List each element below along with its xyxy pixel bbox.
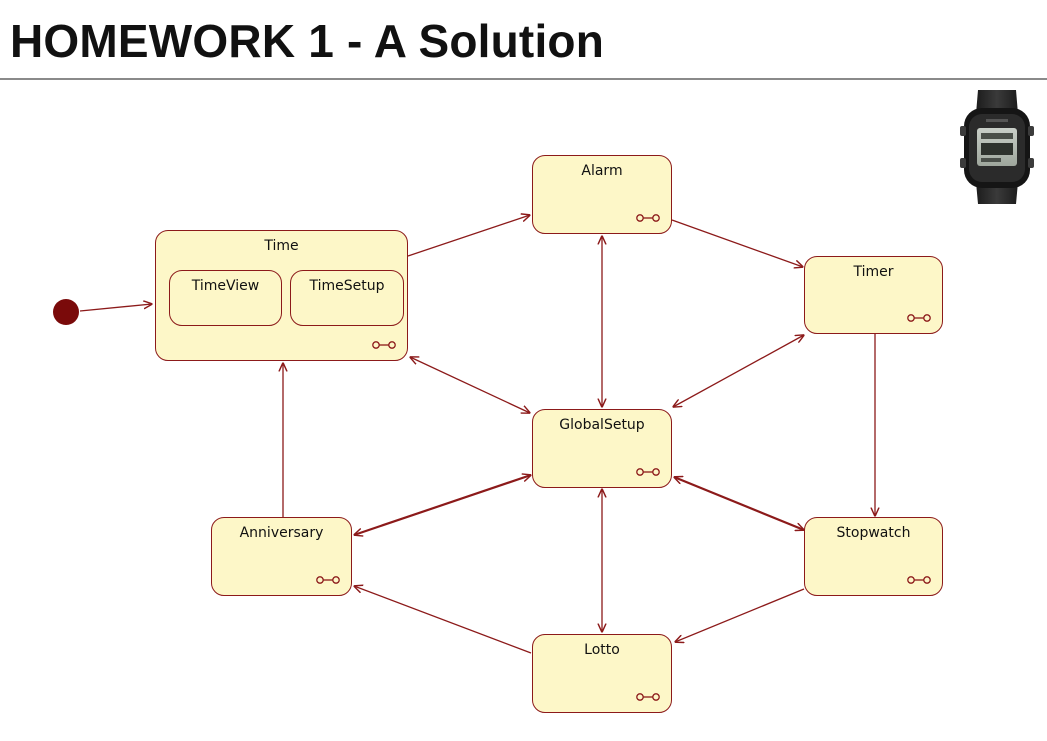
transition-lotto-to-anniversary	[354, 586, 532, 654]
substate-timeview-label: TimeView	[191, 278, 260, 294]
state-globalsetup-label: GlobalSetup	[559, 417, 645, 433]
state-globalsetup[interactable]: GlobalSetup	[532, 409, 672, 488]
composite-state-icon	[636, 693, 660, 701]
state-timer-label: Timer	[853, 264, 894, 280]
composite-state-icon	[316, 576, 340, 584]
state-alarm-label: Alarm	[581, 163, 623, 179]
transition-timer-globalsetup	[673, 335, 804, 407]
state-stopwatch[interactable]: Stopwatch	[804, 517, 943, 596]
slide-title: HOMEWORK 1 - A Solution	[10, 15, 605, 67]
initial-state-node	[53, 299, 79, 325]
state-alarm[interactable]: Alarm	[532, 155, 672, 234]
composite-state-icon	[907, 576, 931, 584]
transition-globalsetup-anniversary	[354, 475, 531, 535]
composite-state-icon	[636, 214, 660, 222]
state-stopwatch-label: Stopwatch	[836, 525, 911, 541]
state-timer[interactable]: Timer	[804, 256, 943, 334]
state-time[interactable]: Time TimeView TimeSetup	[155, 230, 408, 361]
transition-time-to-alarm	[407, 215, 530, 257]
composite-state-icon	[907, 314, 931, 322]
title-divider	[0, 78, 1047, 80]
transition-initial-to-time	[79, 304, 152, 312]
substate-timesetup-label: TimeSetup	[309, 278, 385, 294]
composite-state-icon	[636, 468, 660, 476]
substate-timesetup[interactable]: TimeSetup	[290, 270, 404, 326]
composite-state-icon	[372, 341, 396, 349]
transition-stopwatch-to-lotto	[675, 588, 805, 642]
wristwatch-image	[960, 90, 1034, 204]
state-time-label: Time	[264, 238, 299, 254]
transition-alarm-to-timer	[671, 219, 803, 267]
transition-globalsetup-stopwatch	[674, 477, 804, 530]
state-anniversary[interactable]: Anniversary	[211, 517, 352, 596]
transition-time-globalsetup	[410, 357, 530, 413]
state-anniversary-label: Anniversary	[239, 525, 324, 541]
state-lotto-label: Lotto	[584, 642, 620, 658]
state-lotto[interactable]: Lotto	[532, 634, 672, 713]
substate-timeview[interactable]: TimeView	[169, 270, 282, 326]
